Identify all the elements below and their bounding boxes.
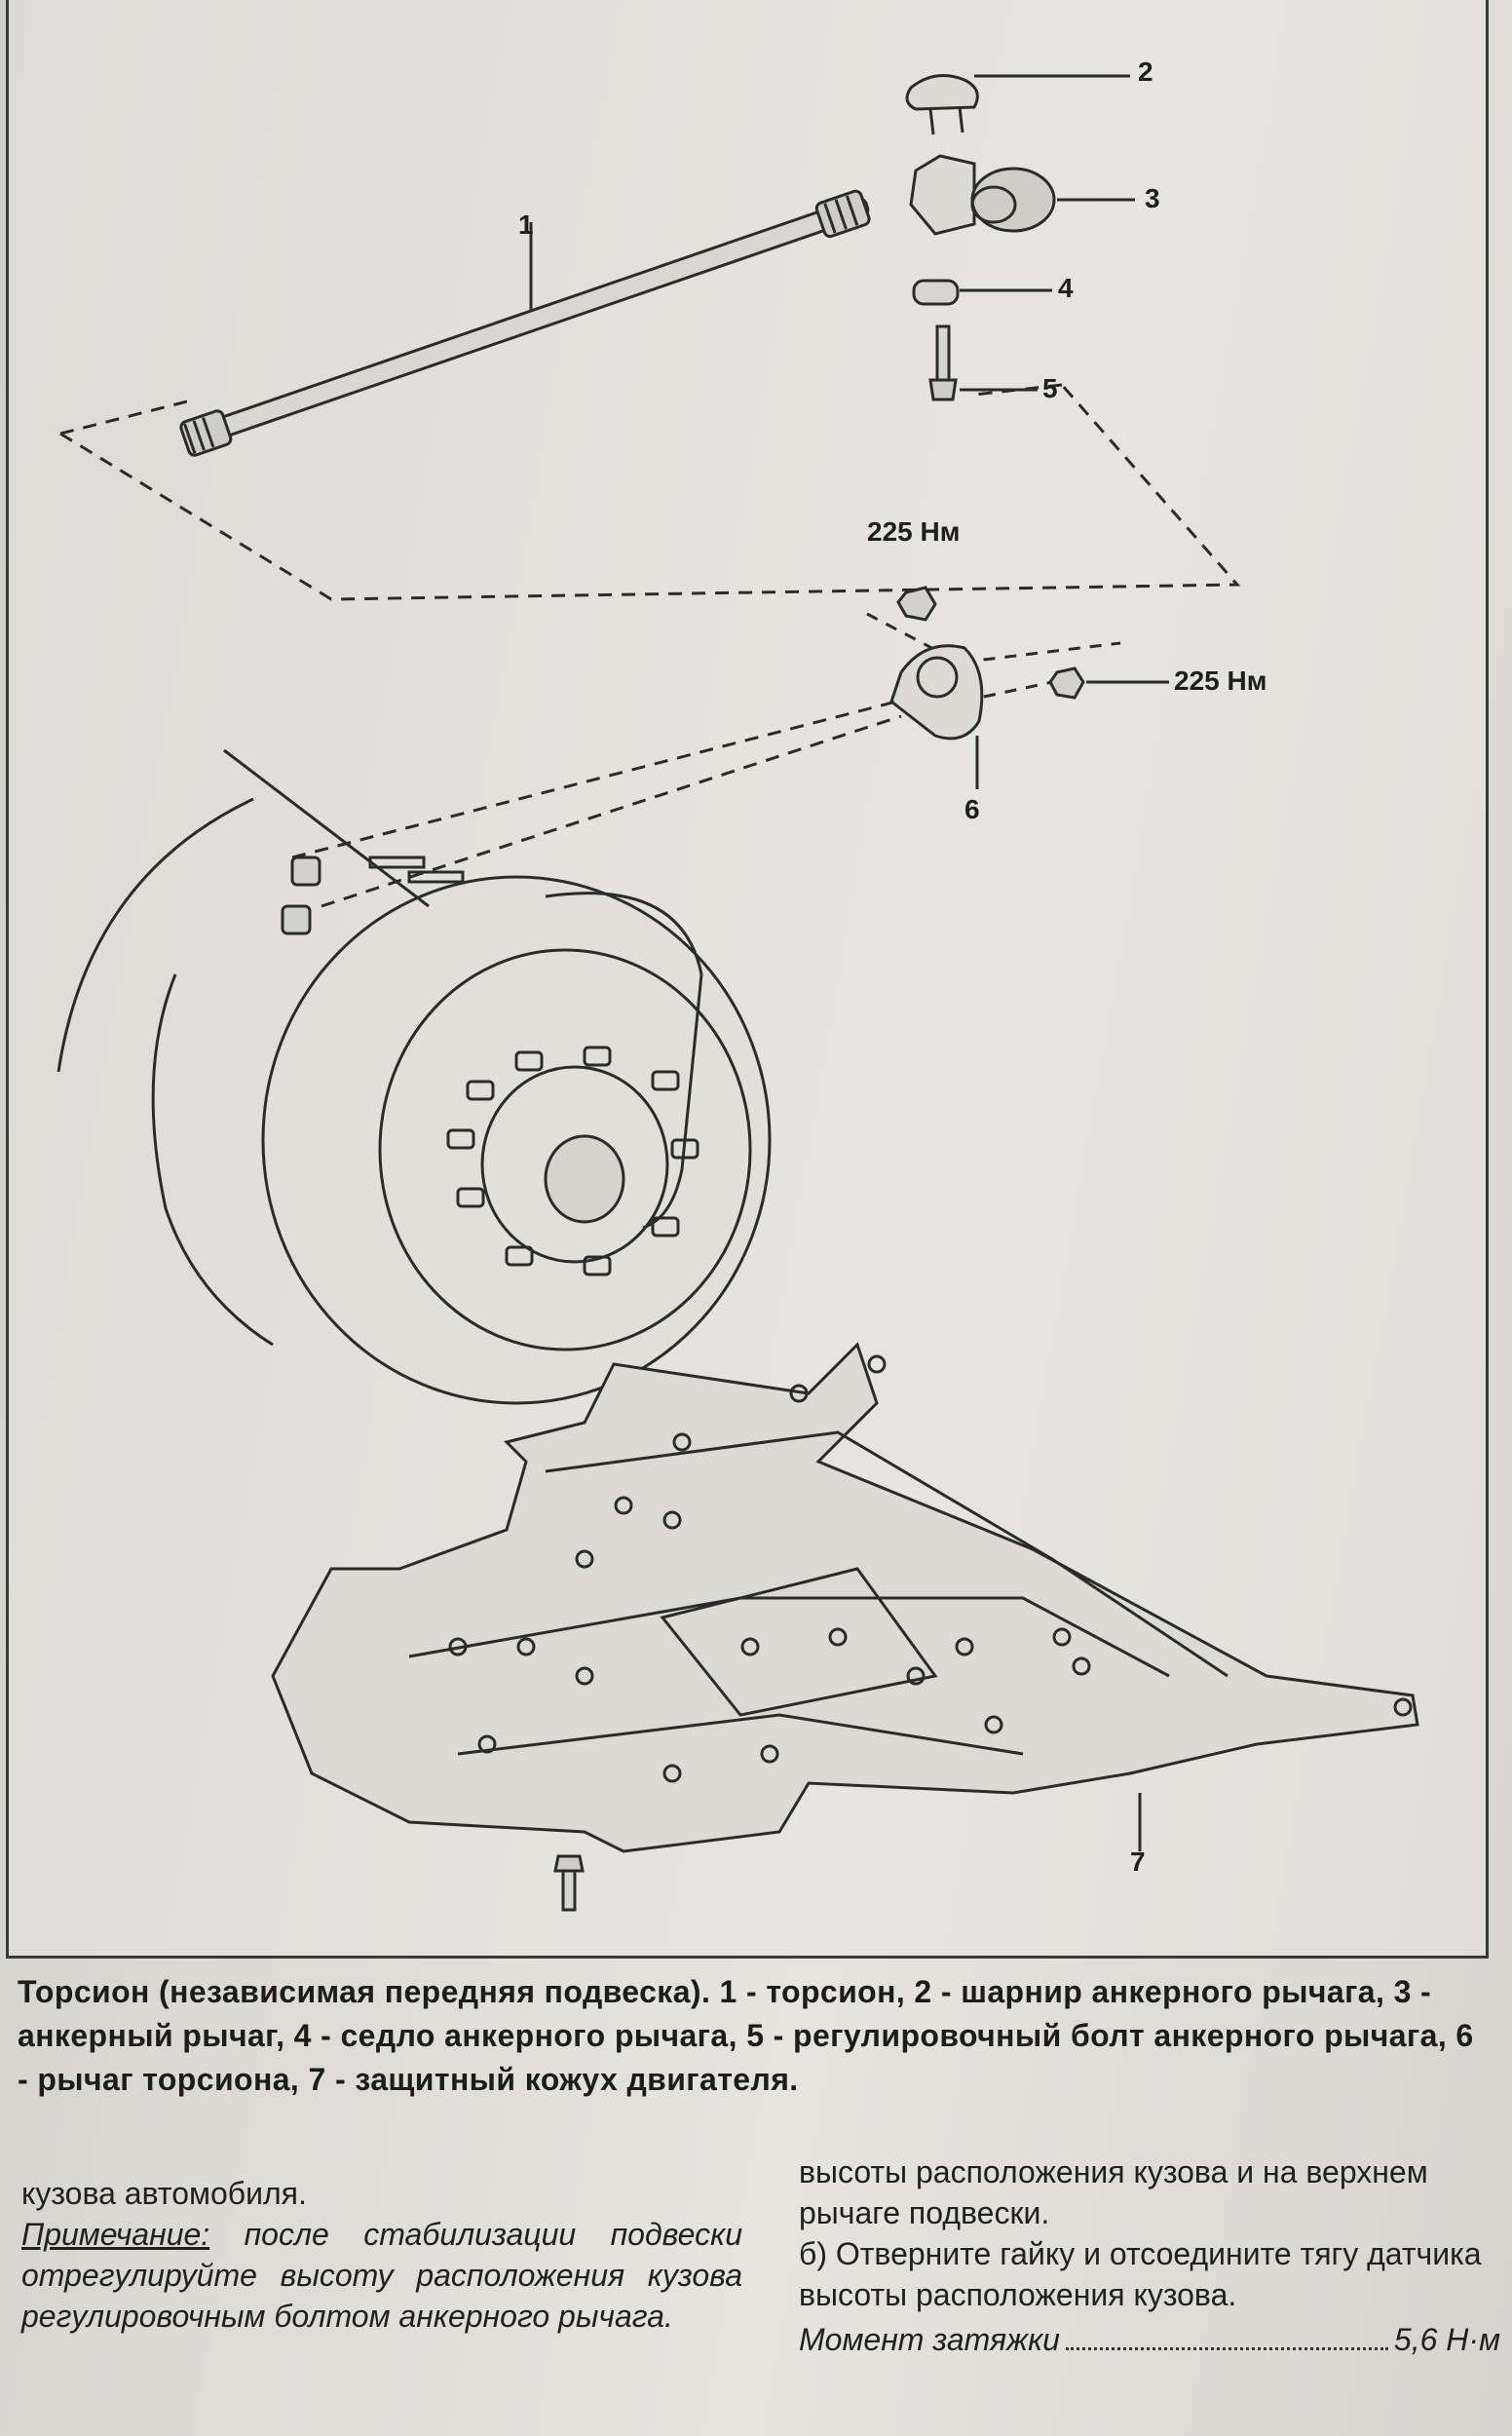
torque-label: Момент затяжки [799, 2322, 1060, 2357]
torque-value: 5,6 Н·м [1393, 2322, 1500, 2357]
anchor-arm-seat [912, 279, 960, 306]
torque-label-top: 225 Нм [867, 516, 961, 547]
engine-under-cover [271, 1342, 1419, 1912]
alignment-line [866, 612, 1121, 665]
anchor-arm [909, 154, 1056, 236]
note-paragraph: Примечание: после стабилизации подвески … [21, 2214, 742, 2337]
alignment-line [59, 398, 196, 436]
right-paragraph-2: б) Отверните гайку и отсоедините тягу да… [799, 2236, 1482, 2312]
torque-row: Момент затяжки 5,6 Н·м [799, 2319, 1500, 2360]
callout-7: 7 [1130, 1846, 1146, 1877]
right-column: высоты расположения кузова и на верхнем … [799, 2151, 1500, 2360]
callout-5: 5 [1042, 373, 1058, 403]
callout-6: 6 [964, 794, 980, 824]
left-line: кузова автомобиля. [21, 2176, 307, 2211]
torque-label-side: 225 Нм [1174, 666, 1267, 696]
brake-disc-hub [57, 748, 772, 1405]
alignment-line [973, 383, 1063, 397]
left-column: кузова автомобиля. Примечание: после ста… [21, 2173, 742, 2337]
note-label: Примечание: [21, 2217, 210, 2252]
dot-leader [1065, 2319, 1388, 2350]
anchor-arm-joint [905, 74, 979, 135]
callout-3: 3 [1145, 183, 1160, 213]
alignment-plane [59, 384, 1241, 601]
callout-4: 4 [1058, 273, 1074, 303]
nut [1048, 666, 1085, 700]
adjusting-bolt [928, 324, 958, 401]
callout-2: 2 [1138, 57, 1153, 87]
suspension-diagram [57, 74, 1419, 1912]
figure-caption: Торсион (независимая передняя подвеска).… [18, 1974, 1474, 2097]
note-text: после стабилизации подвески отрегулируйт… [21, 2217, 742, 2334]
torsion-lever [889, 644, 1085, 741]
right-paragraph-1: высоты расположения кузова и на верхнем … [799, 2154, 1428, 2230]
nut [896, 586, 937, 622]
torsion-bar [179, 189, 871, 457]
callout-1: 1 [518, 209, 534, 240]
